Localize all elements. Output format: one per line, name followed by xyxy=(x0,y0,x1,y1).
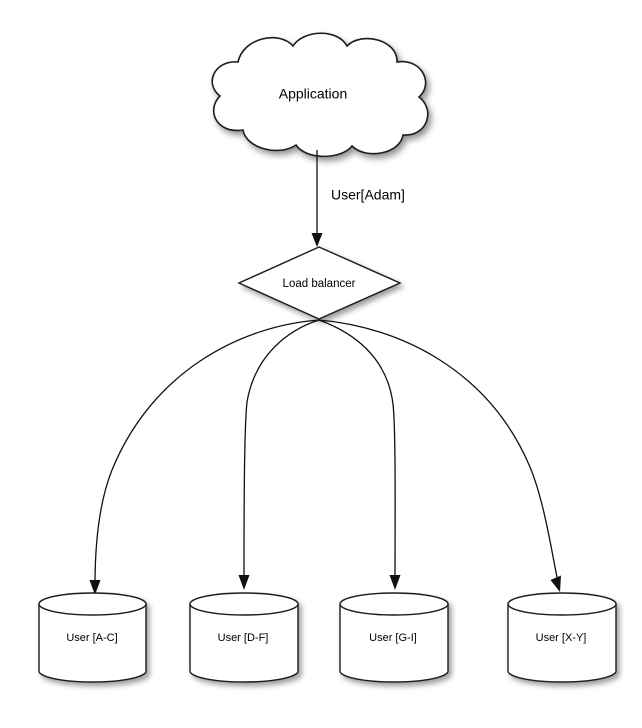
node-load-balancer[interactable]: Load balancer xyxy=(237,246,402,320)
edge-balancer-to-db-3-arrowhead xyxy=(389,575,401,590)
node-database-1[interactable]: User [A-C] xyxy=(38,592,147,683)
edge-balancer-to-db-2-path xyxy=(243,319,320,581)
node-database-4[interactable]: User [X-Y] xyxy=(507,592,617,683)
edge-application-to-balancer-arrowhead xyxy=(311,233,323,247)
edge-balancer-to-db-1-path xyxy=(94,319,320,586)
edge-balancer-to-db-4-path xyxy=(318,319,559,583)
node-database-2[interactable]: User [D-F] xyxy=(189,592,299,683)
edge-application-to-balancer: User[Adam] xyxy=(311,150,405,247)
edge-balancer-to-db-3 xyxy=(318,319,401,590)
edge-application-to-balancer-label: User[Adam] xyxy=(331,187,405,203)
node-application-cloud[interactable]: Application xyxy=(211,32,429,158)
edge-balancer-to-db-2 xyxy=(238,319,320,590)
edge-balancer-to-db-1-arrowhead xyxy=(89,580,101,595)
load-balancer-diamond xyxy=(237,246,402,320)
edge-balancer-to-db-4 xyxy=(318,319,561,592)
node-database-3[interactable]: User [G-I] xyxy=(339,592,449,683)
edge-balancer-to-db-4-arrowhead xyxy=(550,575,561,592)
edge-balancer-to-db-1 xyxy=(89,319,320,595)
edge-balancer-to-db-2-arrowhead xyxy=(238,575,250,590)
edge-balancer-to-db-3-path xyxy=(318,319,396,581)
